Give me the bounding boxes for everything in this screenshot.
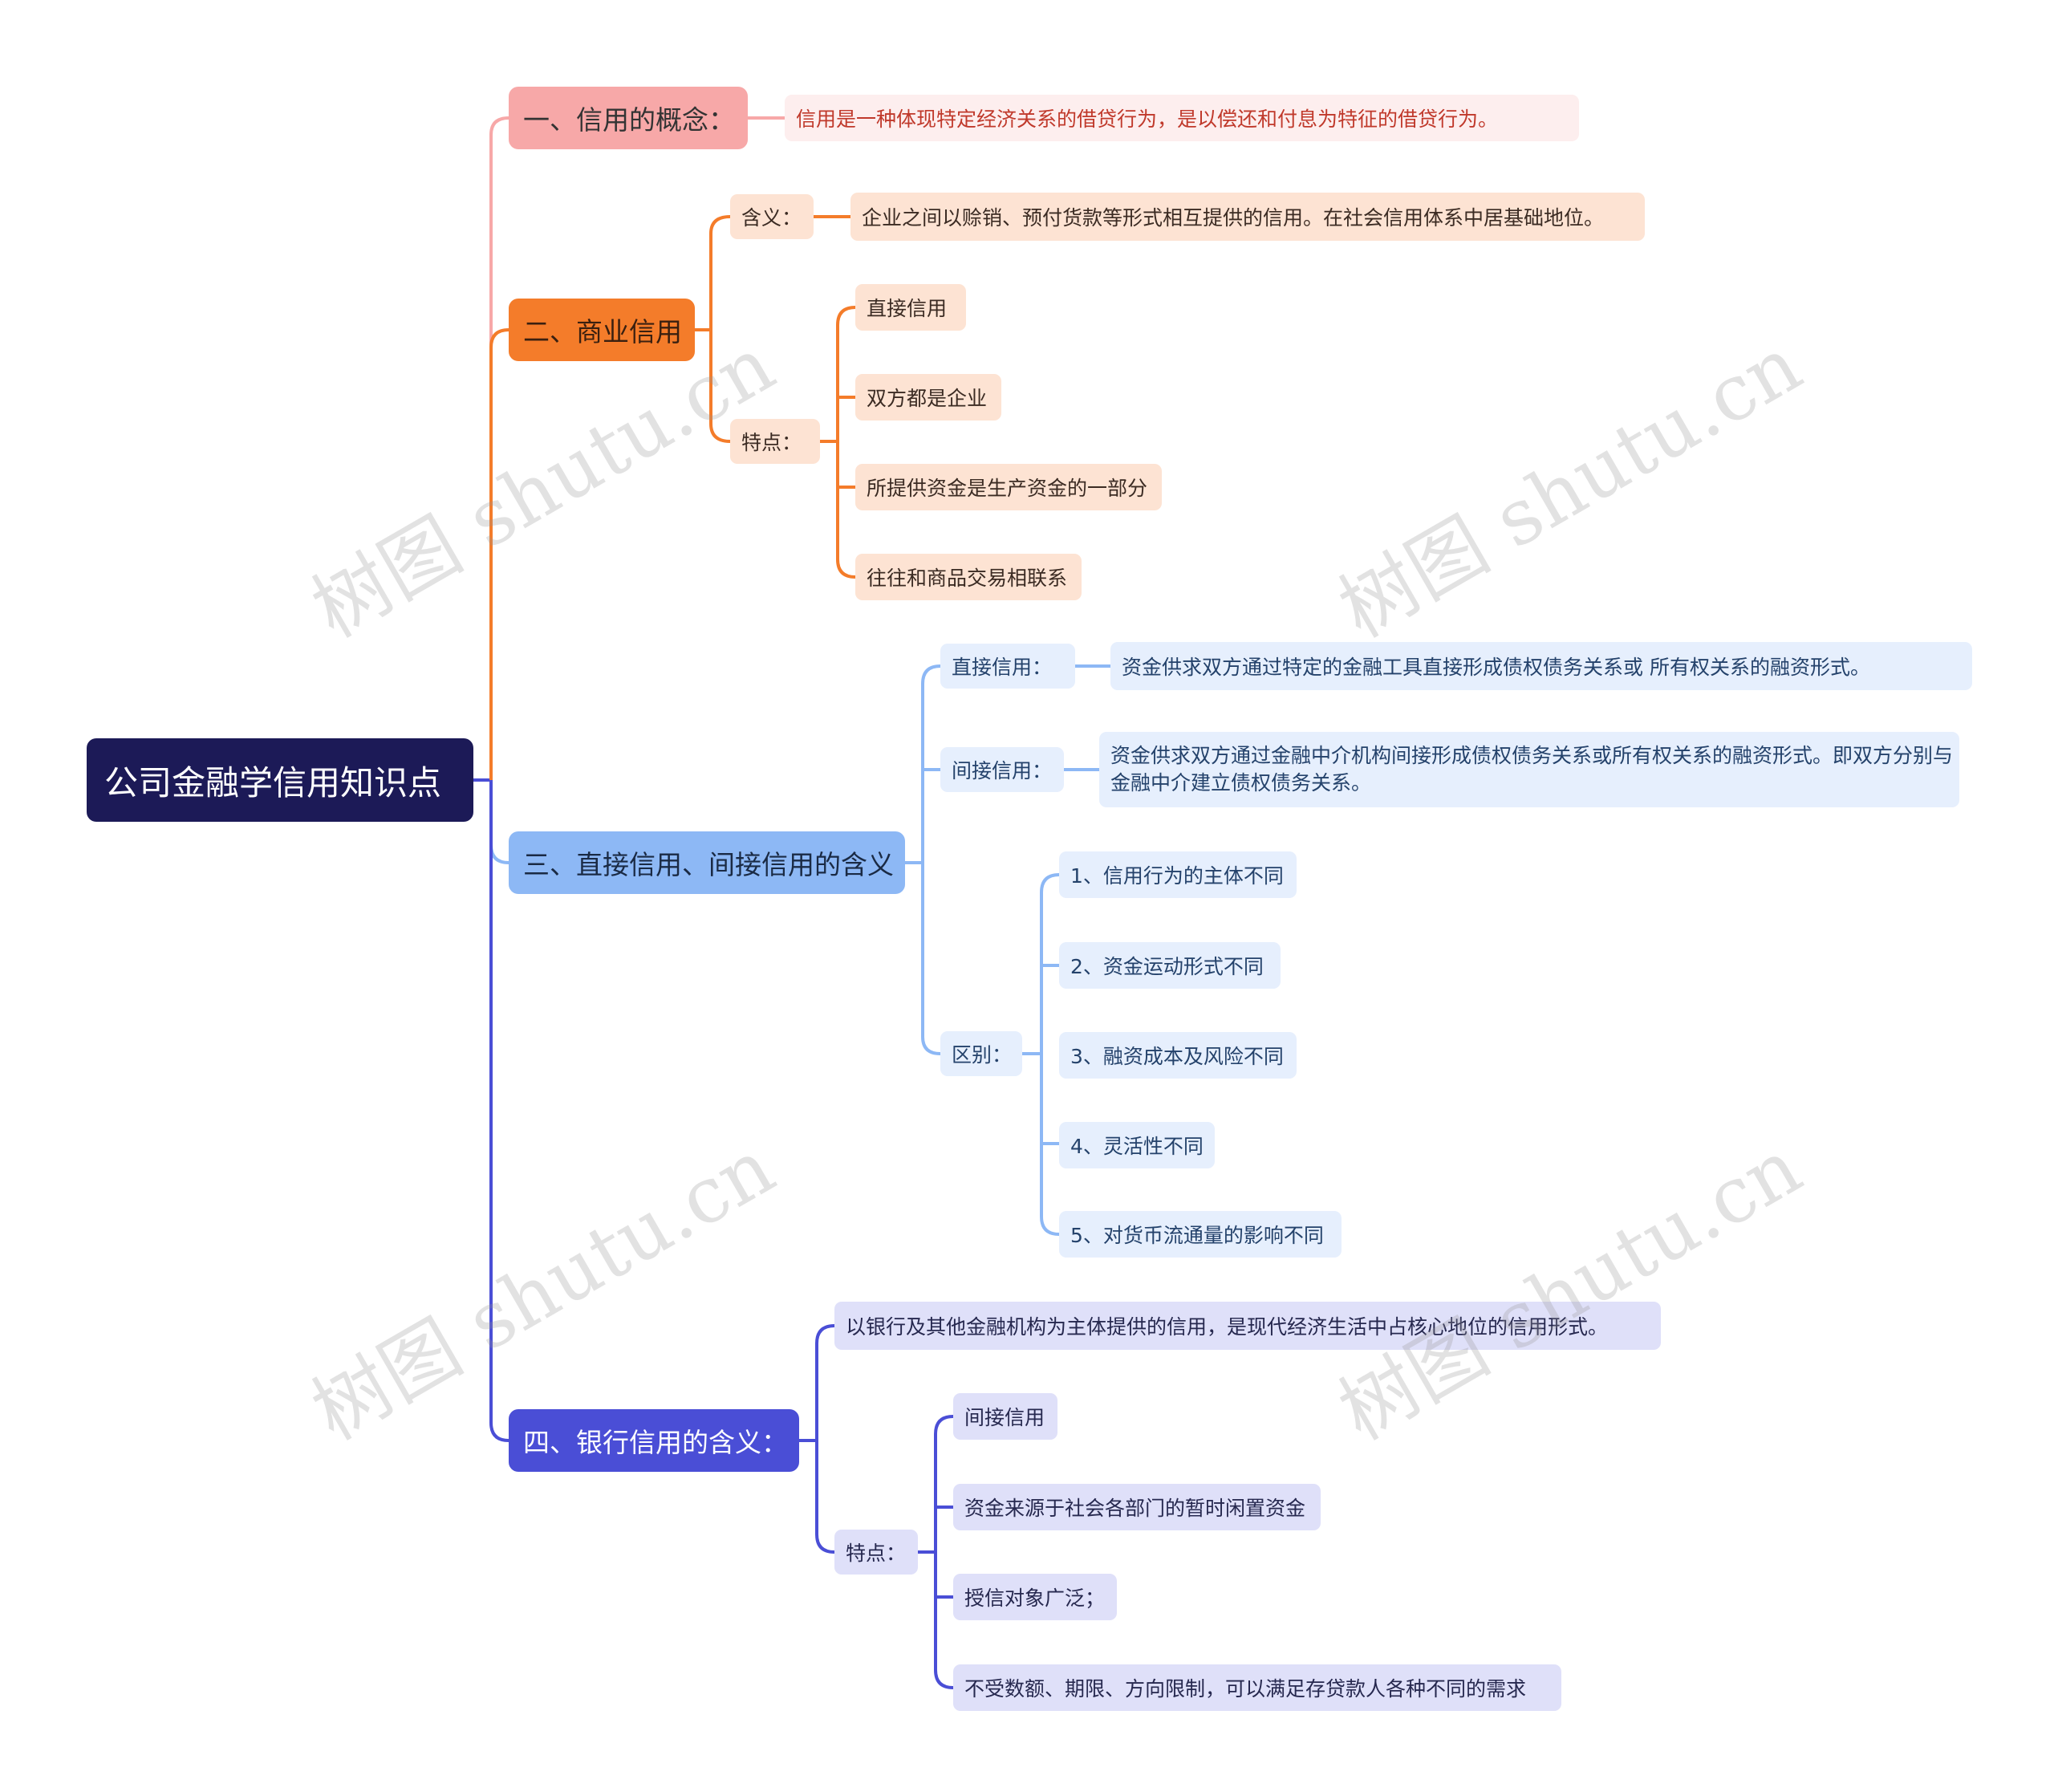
bank-feature-item[interactable]: 授信对象广泛； — [953, 1574, 1117, 1620]
commercial-features-label[interactable]: 特点： — [730, 419, 820, 464]
topic-bank-credit[interactable]: 四、银行信用的含义： — [509, 1409, 799, 1472]
commercial-feature-item[interactable]: 双方都是企业 — [855, 374, 1001, 421]
bank-credit-definition[interactable]: 以银行及其他金融机构为主体提供的信用，是现代经济生活中占核心地位的信用形式。 — [834, 1302, 1661, 1350]
root-topic[interactable]: 公司金融学信用知识点 — [87, 738, 473, 822]
commercial-meaning-text[interactable]: 企业之间以赊销、预付货款等形式相互提供的信用。在社会信用体系中居基础地位。 — [850, 193, 1645, 241]
difference-item[interactable]: 2、资金运动形式不同 — [1059, 942, 1281, 989]
direct-credit-label[interactable]: 直接信用： — [940, 644, 1075, 689]
commercial-feature-item[interactable]: 直接信用 — [855, 284, 966, 331]
connector-b3-diffs — [1022, 873, 1060, 1236]
indirect-credit-label[interactable]: 间接信用： — [940, 747, 1064, 792]
connector-b3-spine — [905, 664, 941, 1055]
difference-item[interactable]: 1、信用行为的主体不同 — [1059, 851, 1297, 898]
bank-features-label[interactable]: 特点： — [834, 1530, 918, 1575]
bank-feature-item[interactable]: 间接信用 — [953, 1393, 1057, 1440]
topic-commercial-credit[interactable]: 二、商业信用 — [509, 299, 695, 361]
connector-b4-spine — [799, 1324, 835, 1554]
bank-feature-item[interactable]: 资金来源于社会各部门的暂时闲置资金 — [953, 1484, 1321, 1530]
topic-direct-indirect-credit[interactable]: 三、直接信用、间接信用的含义 — [509, 831, 905, 894]
commercial-feature-item[interactable]: 往往和商品交易相联系 — [855, 554, 1082, 600]
bank-feature-item[interactable]: 不受数额、期限、方向限制，可以满足存贷款人各种不同的需求 — [953, 1664, 1561, 1711]
direct-credit-text[interactable]: 资金供求双方通过特定的金融工具直接形成债权债务关系或 所有权关系的融资形式。 — [1110, 642, 1972, 690]
commercial-feature-item[interactable]: 所提供资金是生产资金的一部分 — [855, 464, 1162, 510]
connector-branch-1 — [489, 116, 509, 780]
connector-b4-features — [918, 1415, 954, 1689]
connector-b2-spine — [695, 215, 731, 443]
difference-item[interactable]: 3、融资成本及风险不同 — [1059, 1032, 1297, 1079]
connector-b2-features — [820, 306, 856, 579]
connector-branch-2 — [489, 328, 509, 780]
difference-label[interactable]: 区别： — [940, 1031, 1022, 1076]
topic-credit-concept[interactable]: 一、信用的概念： — [509, 87, 748, 149]
difference-item[interactable]: 5、对货币流通量的影响不同 — [1059, 1211, 1342, 1258]
connector-branch-4 — [489, 780, 509, 1442]
commercial-meaning-label[interactable]: 含义： — [730, 194, 814, 239]
connector-branch-3 — [489, 780, 509, 864]
difference-item[interactable]: 4、灵活性不同 — [1059, 1122, 1215, 1168]
concept-definition[interactable]: 信用是一种体现特定经济关系的借贷行为，是以偿还和付息为特征的借贷行为。 — [785, 95, 1579, 141]
indirect-credit-text[interactable]: 资金供求双方通过金融中介机构间接形成债权债务关系或所有权关系的融资形式。即双方分… — [1099, 732, 1959, 807]
